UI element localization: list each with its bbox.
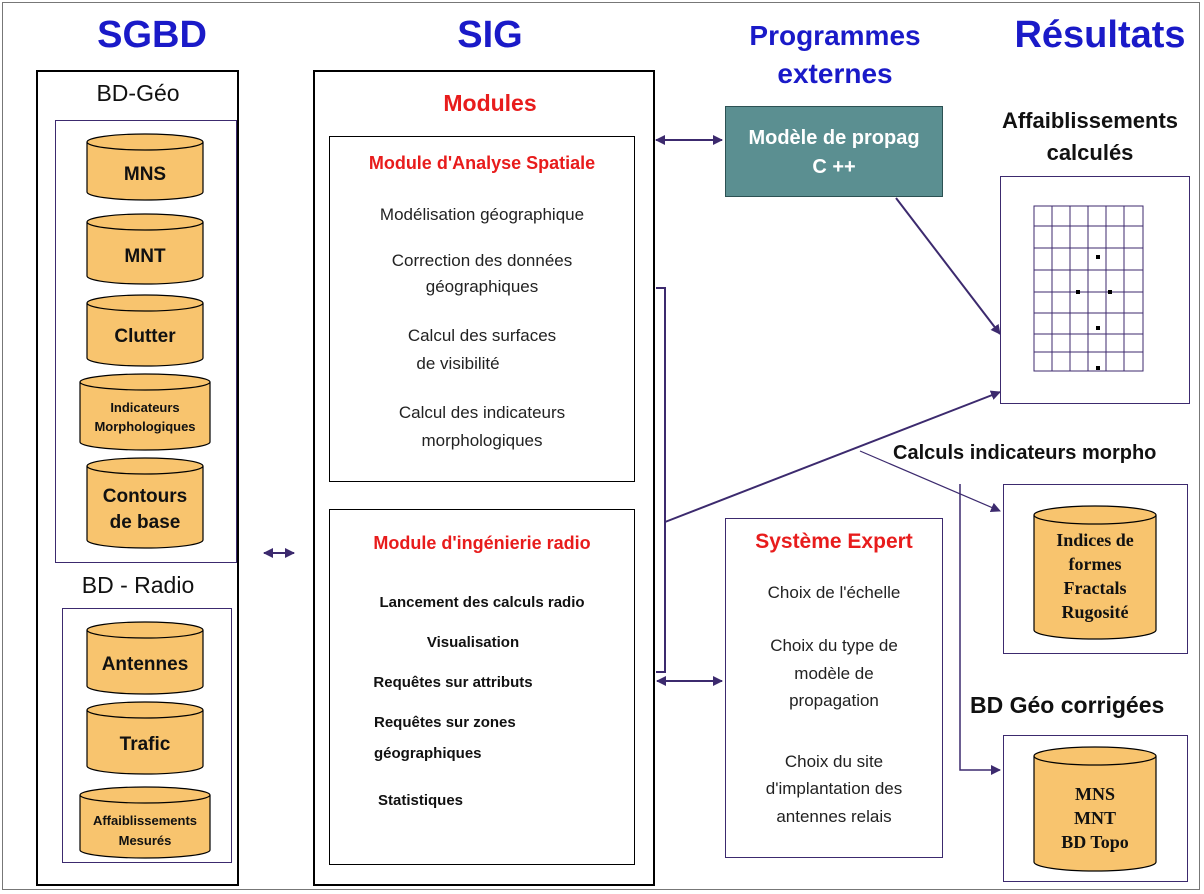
cylinder-bd-geo-corrigees: MNS MNT BD Topo [1033,746,1157,872]
cylinder-indicateurs: Indicateurs Morphologiques [79,373,211,451]
affaiblissements-title-line1: Affaiblissements [1001,108,1179,133]
radio-module-title: Module d'ingénierie radio [373,533,591,553]
modules-title: Modules [443,90,537,116]
spatial-item: Calcul des surfaces [407,326,557,345]
expert-item: propagation [789,691,879,710]
cylinder-label: Antennes [102,654,189,675]
grid-dots [1076,255,1112,370]
cylinder-label: MNT [1074,808,1116,828]
spatial-item: géographiques [425,277,539,296]
cylinder-label: Indicateurs [110,400,179,415]
cylinder-label: Morphologiques [94,419,195,434]
cylinder-antennes: Antennes [86,621,204,695]
expert-item: Choix du type de [770,636,898,655]
title-resultats: Résultats [1014,14,1186,56]
cylinder-mnt: MNT [86,213,204,285]
cylinder-label: Fractals [1064,578,1127,598]
affaiblissements-grid [1033,205,1144,372]
bd-radio-title: BD - Radio [81,572,195,598]
cylinder-trafic: Trafic [86,701,204,775]
title-sig: SIG [457,14,523,56]
expert-item: d'implantation des [765,779,903,798]
radio-item: Visualisation [426,634,520,651]
cylinder-mns: MNS [86,133,204,201]
expert-item: Choix de l'échelle [767,583,901,602]
cylinder-label: Clutter [114,326,176,347]
expert-system-title: Système Expert [755,530,913,553]
radio-item: Statistiques [378,792,464,809]
cylinder-affaiblissements-mesures: Affaiblissements Mesurés [79,786,211,859]
cylinder-label: MNT [124,246,166,267]
radio-item: Lancement des calculs radio [379,594,585,611]
cylinder-label: Mesurés [119,833,172,848]
arrow-propag-affaiblissements [895,197,1001,335]
cylinder-label: Trafic [120,734,171,755]
propagation-model-line1: Modèle de propag [748,127,920,149]
cylinder-indices-formes: Indices de formes Fractals Rugosité [1033,505,1157,640]
propagation-model-line2: C ++ [812,156,856,178]
title-programmes-line2: externes [777,58,893,89]
cylinder-label: de base [110,512,181,533]
radio-item: Requêtes sur zones [374,714,516,731]
title-programmes-line1: Programmes [749,20,921,51]
radio-item: Requêtes sur attributs [373,674,533,691]
spatial-item: Correction des données [391,251,573,270]
cylinder-contours: Contours de base [86,457,204,549]
affaiblissements-box [1000,176,1190,404]
calculs-indicateurs-title: Calculs indicateurs morpho [893,442,1157,464]
arrow-sig-affaiblissements [664,390,1001,523]
propagation-model-box: Modèle de propag C ++ [725,106,943,197]
arrow-to-bd-geo-corrigees [959,484,1001,775]
cylinder-label: formes [1069,554,1122,574]
cylinder-label: MNS [124,164,166,185]
radio-module-box [329,509,635,865]
expert-item: Choix du site [784,752,884,771]
affaiblissements-title-line2: calculés [1046,140,1134,165]
title-sgbd: SGBD [97,14,207,56]
cylinder-label: MNS [1075,784,1115,804]
spatial-module-box [329,136,635,482]
spatial-item: Calcul des indicateurs [398,403,566,422]
cylinder-label: Indices de [1056,530,1134,550]
spatial-module-title: Module d'Analyse Spatiale [368,153,596,173]
expert-item: modèle de [794,664,874,683]
spatial-item: de visibilité [416,354,500,373]
connector-sig-bracket [656,287,666,673]
bd-geo-title: BD-Géo [96,80,180,106]
bd-geo-corrigees-title: BD Géo corrigées [970,692,1165,718]
cylinder-label: Rugosité [1062,602,1129,622]
radio-item: géographiques [374,745,482,762]
cylinder-label: BD Topo [1061,832,1129,852]
spatial-item: Modélisation géographique [379,205,585,224]
spatial-item: morphologiques [421,431,543,450]
expert-item: antennes relais [776,807,892,826]
cylinder-label: Affaiblissements [93,813,197,828]
cylinder-label: Contours [103,486,187,507]
expert-system-box [725,518,943,858]
arrow-to-calculs-indicateurs [859,450,1001,513]
cylinder-clutter: Clutter [86,294,204,367]
